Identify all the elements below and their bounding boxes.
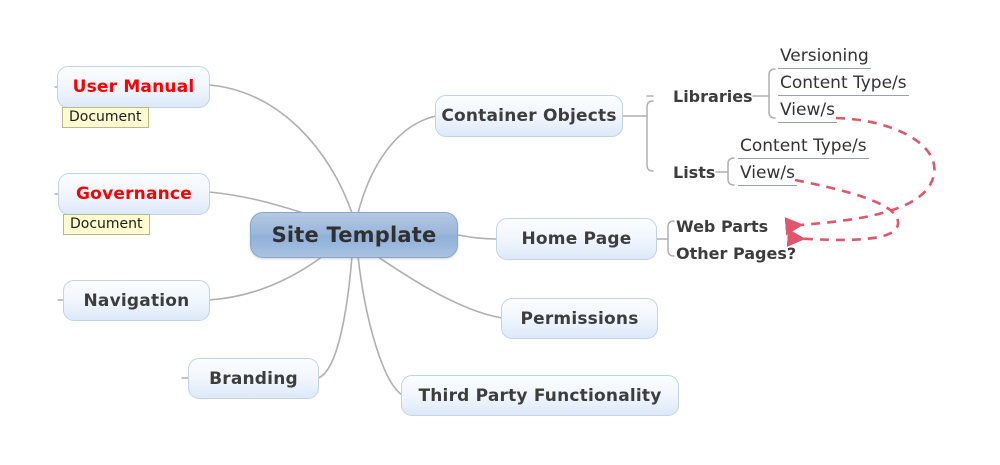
node-lists-label: Lists — [673, 163, 716, 182]
node-permissions-label: Permissions — [520, 308, 639, 329]
node-user-manual[interactable]: User Manual — [57, 66, 210, 108]
node-home-page-label: Home Page — [521, 229, 632, 249]
node-library-views[interactable]: View/s — [778, 101, 837, 123]
node-user-manual-label: User Manual — [72, 77, 195, 97]
root-node-label: Site Template — [271, 223, 437, 247]
root-node-site-template[interactable]: Site Template — [250, 212, 458, 258]
node-branding[interactable]: Branding — [188, 358, 319, 399]
note-governance-label: Document — [70, 216, 143, 232]
node-list-content-types-label: Content Type/s — [740, 136, 867, 156]
node-versioning-label: Versioning — [780, 46, 869, 66]
libraries-bracket — [752, 68, 776, 119]
node-library-views-label: View/s — [780, 100, 835, 120]
node-other-pages-label: Other Pages? — [676, 244, 797, 263]
node-container-objects[interactable]: Container Objects — [435, 95, 623, 137]
node-navigation[interactable]: Navigation — [63, 280, 210, 321]
node-library-content-types[interactable]: Content Type/s — [778, 74, 909, 96]
node-governance[interactable]: Governance — [58, 173, 210, 215]
node-navigation-label: Navigation — [83, 290, 190, 311]
node-list-content-types[interactable]: Content Type/s — [738, 137, 869, 159]
node-home-page[interactable]: Home Page — [496, 218, 657, 260]
node-container-objects-label: Container Objects — [441, 106, 617, 126]
node-libraries[interactable]: Libraries — [673, 88, 753, 106]
node-other-pages[interactable]: Other Pages? — [676, 245, 796, 263]
node-lists[interactable]: Lists — [673, 164, 715, 182]
node-versioning[interactable]: Versioning — [778, 47, 871, 69]
node-web-parts-label: Web Parts — [676, 217, 769, 236]
note-governance-document[interactable]: Document — [63, 214, 150, 235]
lists-bracket — [715, 157, 735, 186]
node-libraries-label: Libraries — [673, 87, 753, 106]
node-third-party-functionality[interactable]: Third Party Functionality — [401, 375, 679, 416]
container-objects-bracket — [621, 95, 654, 172]
node-permissions[interactable]: Permissions — [501, 298, 658, 339]
node-list-views[interactable]: View/s — [738, 164, 797, 186]
node-governance-label: Governance — [76, 184, 192, 204]
node-list-views-label: View/s — [740, 163, 795, 183]
note-user-manual-document[interactable]: Document — [62, 107, 149, 128]
node-branding-label: Branding — [209, 368, 298, 389]
note-user-manual-label: Document — [69, 109, 142, 125]
relation-libviews-webparts — [784, 116, 936, 236]
node-third-party-functionality-label: Third Party Functionality — [418, 385, 662, 406]
relation-listviews-webparts — [786, 178, 900, 247]
node-web-parts[interactable]: Web Parts — [676, 218, 768, 236]
home-page-bracket — [655, 220, 675, 257]
node-library-content-types-label: Content Type/s — [780, 73, 907, 93]
